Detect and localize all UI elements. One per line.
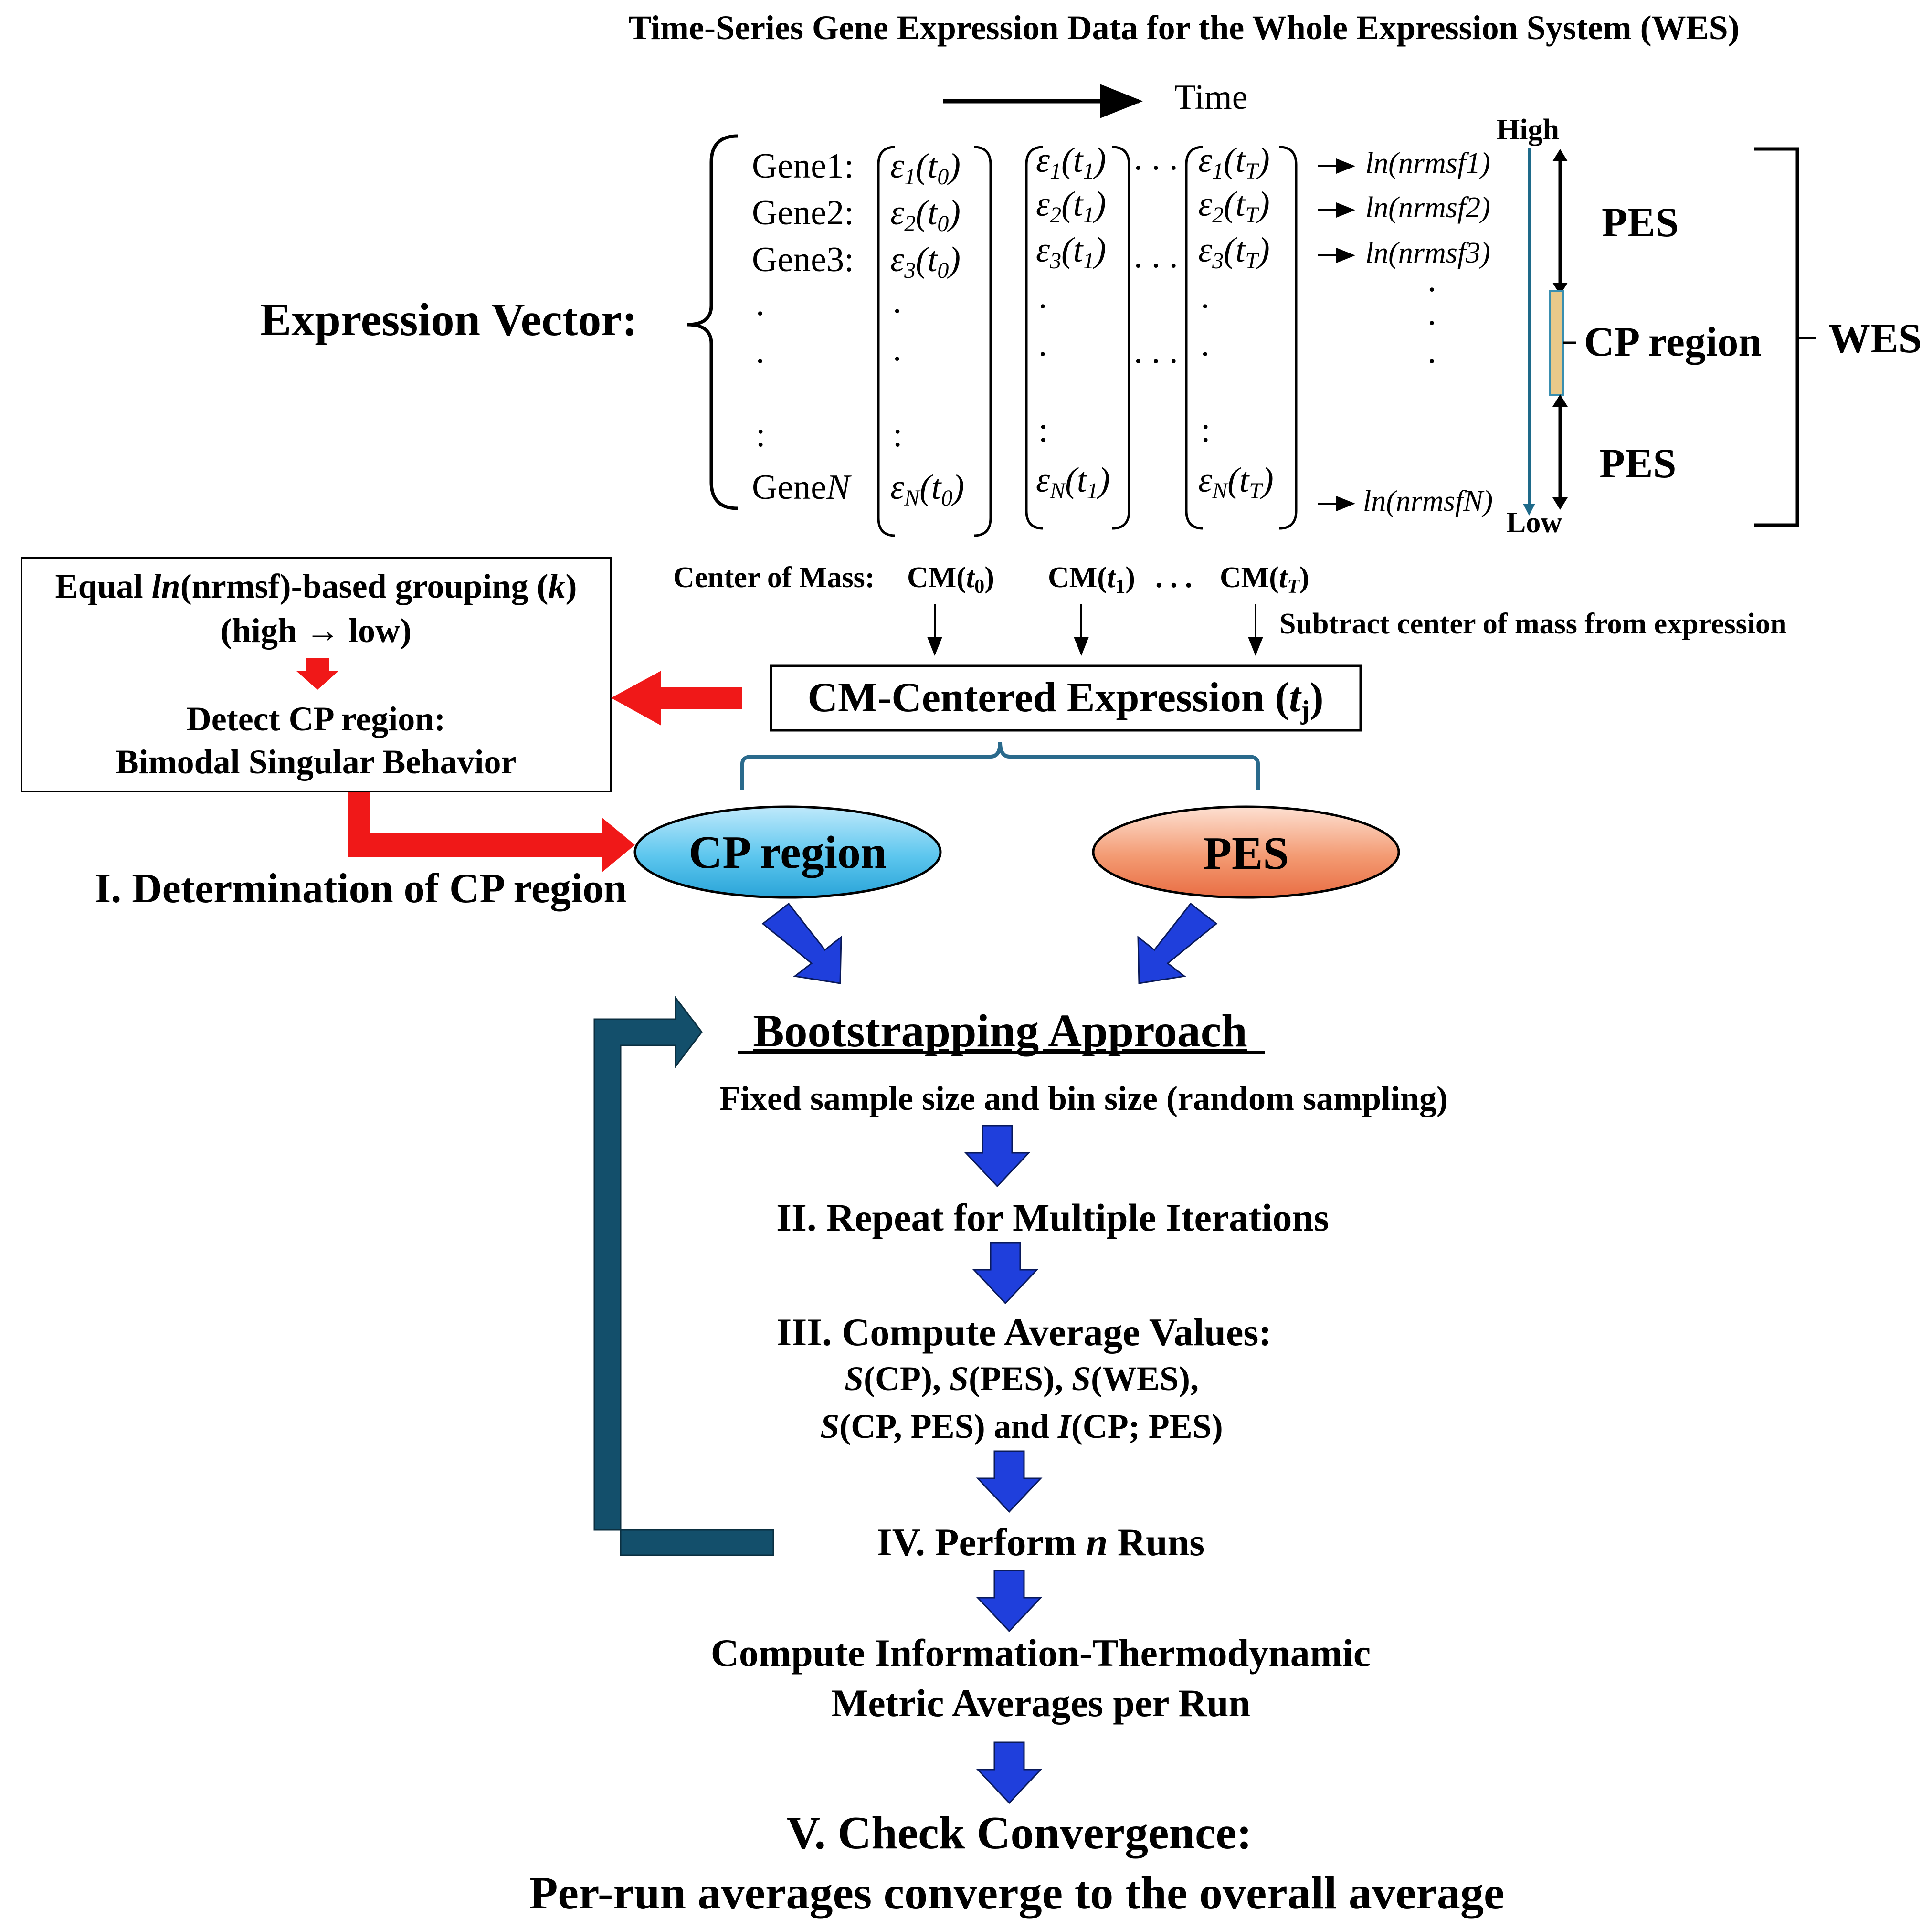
ln-label-2: ln(nrmsf2) [1365,191,1490,224]
step-3-line-2: S(CP), S(PES), S(WES), [845,1360,1199,1398]
ln-label-1: ln(nrmsf1) [1365,147,1490,179]
scale-arrowhead [1523,504,1535,516]
blue-down-arrow [976,1741,1043,1804]
scale-low-label: Low [1506,506,1562,539]
gene-label-2: Gene2: [752,193,854,232]
column-dots: . [1201,325,1210,364]
column-dots: . [1201,277,1210,316]
epsilon-2-tT: ε2(tT) [1198,185,1270,228]
matrix-brackets [877,146,1298,537]
pes-ellipse [1092,805,1400,899]
grouping-line-3: Detect CP region: [187,700,445,738]
cm-t1: CM(t1) [1048,561,1135,598]
column-dots: . [1038,277,1047,316]
step-2-text: II. Repeat for Multiple Iterations [776,1196,1329,1239]
ln-label-n: ln(nrmsfN) [1363,485,1493,517]
gene-label-n-text: Gene [752,468,826,507]
expression-vector-label: Expression Vector: [260,294,637,346]
subtract-note: Subtract center of mass from expression [1279,608,1786,640]
ln-label-3: ln(nrmsf3) [1365,237,1490,269]
compute-info-line-2: Metric Averages per Run [831,1681,1250,1725]
column-dots: . [1038,325,1047,364]
ellipsis-dots: . . . [1134,332,1178,371]
grouping-red-arrow [296,658,339,690]
blue-down-arrow [972,1242,1039,1305]
epsilon-3-tT: ε3(tT) [1198,231,1270,274]
scale-high-label: High [1497,114,1559,146]
red-elbow-arrow [348,792,635,873]
gene-dots: . [756,284,765,323]
column-dots: . [893,282,902,321]
column-dots: : [1201,411,1211,450]
gene-dots: : [756,415,766,454]
grouping-line-2: (high → low) [221,611,412,650]
arrowhead [1552,149,1568,161]
cp-region-ellipse-label: CP region [689,827,887,878]
red-arrow-left [611,671,742,726]
gene-label-n-index: N [826,468,852,507]
determination-label: I. Determination of CP region [95,865,627,912]
epsilon-n-t1: εN(t1) [1036,461,1110,504]
time-label: Time [1174,78,1248,117]
column-dots: : [1038,411,1048,450]
ln-dots: . [1427,294,1436,333]
grouping-line-4: Bimodal Singular Behavior [116,743,517,781]
wes-label: WES [1828,316,1922,362]
blue-diagonal-arrow-right [1137,902,1218,984]
ln-dots: . [1427,260,1436,299]
step-3-line-3: S(CP, PES) and I(CP; PES) [820,1407,1223,1445]
arrowhead [1552,394,1568,407]
epsilon-2-t1: ε2(t1) [1036,185,1106,228]
cm-tT: CM(tT) [1220,561,1309,598]
bootstrap-title: Bootstrapping Approach [753,1005,1247,1057]
step-5-line-1: V. Check Convergence: [786,1807,1252,1859]
epsilon-1-tT: ε1(tT) [1198,141,1270,184]
cm-centered-text: CM-Centered Expression (tj) [807,675,1323,725]
expression-vector-brace [687,134,738,510]
blue-down-arrow [976,1570,1043,1633]
arrowhead [1552,283,1568,295]
grouping-line-1: Equal ln(nrmsf)-based grouping (k) [55,567,577,605]
pes-ellipse-label: PES [1203,828,1289,879]
fixed-sample-text: Fixed sample size and bin size (random s… [719,1079,1448,1117]
gene-label-1: Gene1: [752,147,854,186]
epsilon-n-t0: εN(t0) [890,468,964,511]
cp-region-bar [1549,290,1564,396]
center-of-mass-label: Center of Mass: [673,561,875,594]
gene-label-n: GeneN [752,468,852,507]
epsilon-1-t0: ε1(t0) [890,147,961,190]
pes-bottom-label: PES [1599,441,1676,487]
gene-label-3: Gene3: [752,240,854,279]
compute-info-line-1: Compute Information-Thermodynamic [711,1631,1371,1675]
cp-region-ellipse [633,805,942,899]
cm-t0: CM(t0) [907,561,994,598]
epsilon-n-tT: εN(tT) [1198,461,1274,504]
epsilon-3-t1: ε3(t1) [1036,231,1106,274]
gene-dots: . [756,332,765,371]
blue-down-arrow [976,1450,1043,1513]
cp-region-side-label: CP region [1584,319,1762,365]
epsilon-1-t1: ε1(t1) [1036,141,1106,184]
cm-centered-box [770,664,1362,732]
diagram-title: Time-Series Gene Expression Data for the… [628,9,1739,47]
ellipsis-dots: . . . [1134,138,1178,178]
loop-back-arrow [593,995,774,1556]
split-brace [740,742,1260,790]
ellipsis-dots: . . . [1134,236,1178,275]
step-3-line-1: III. Compute Average Values: [776,1310,1271,1354]
pes-top-label: PES [1602,200,1679,246]
column-dots: . [893,329,902,369]
blue-diagonal-arrow-left [761,902,842,984]
ln-dots: . [1427,332,1436,371]
step-5-line-2: Per-run averages converge to the overall… [529,1867,1505,1919]
cm-dots: . . . [1155,561,1193,594]
epsilon-2-t0: ε2(t0) [890,193,961,236]
epsilon-3-t0: ε3(t0) [890,240,961,283]
step-4-text: IV. Perform n Runs [877,1520,1204,1564]
arrowhead [1552,497,1568,510]
column-dots: : [893,415,903,454]
blue-down-arrow [964,1125,1031,1188]
